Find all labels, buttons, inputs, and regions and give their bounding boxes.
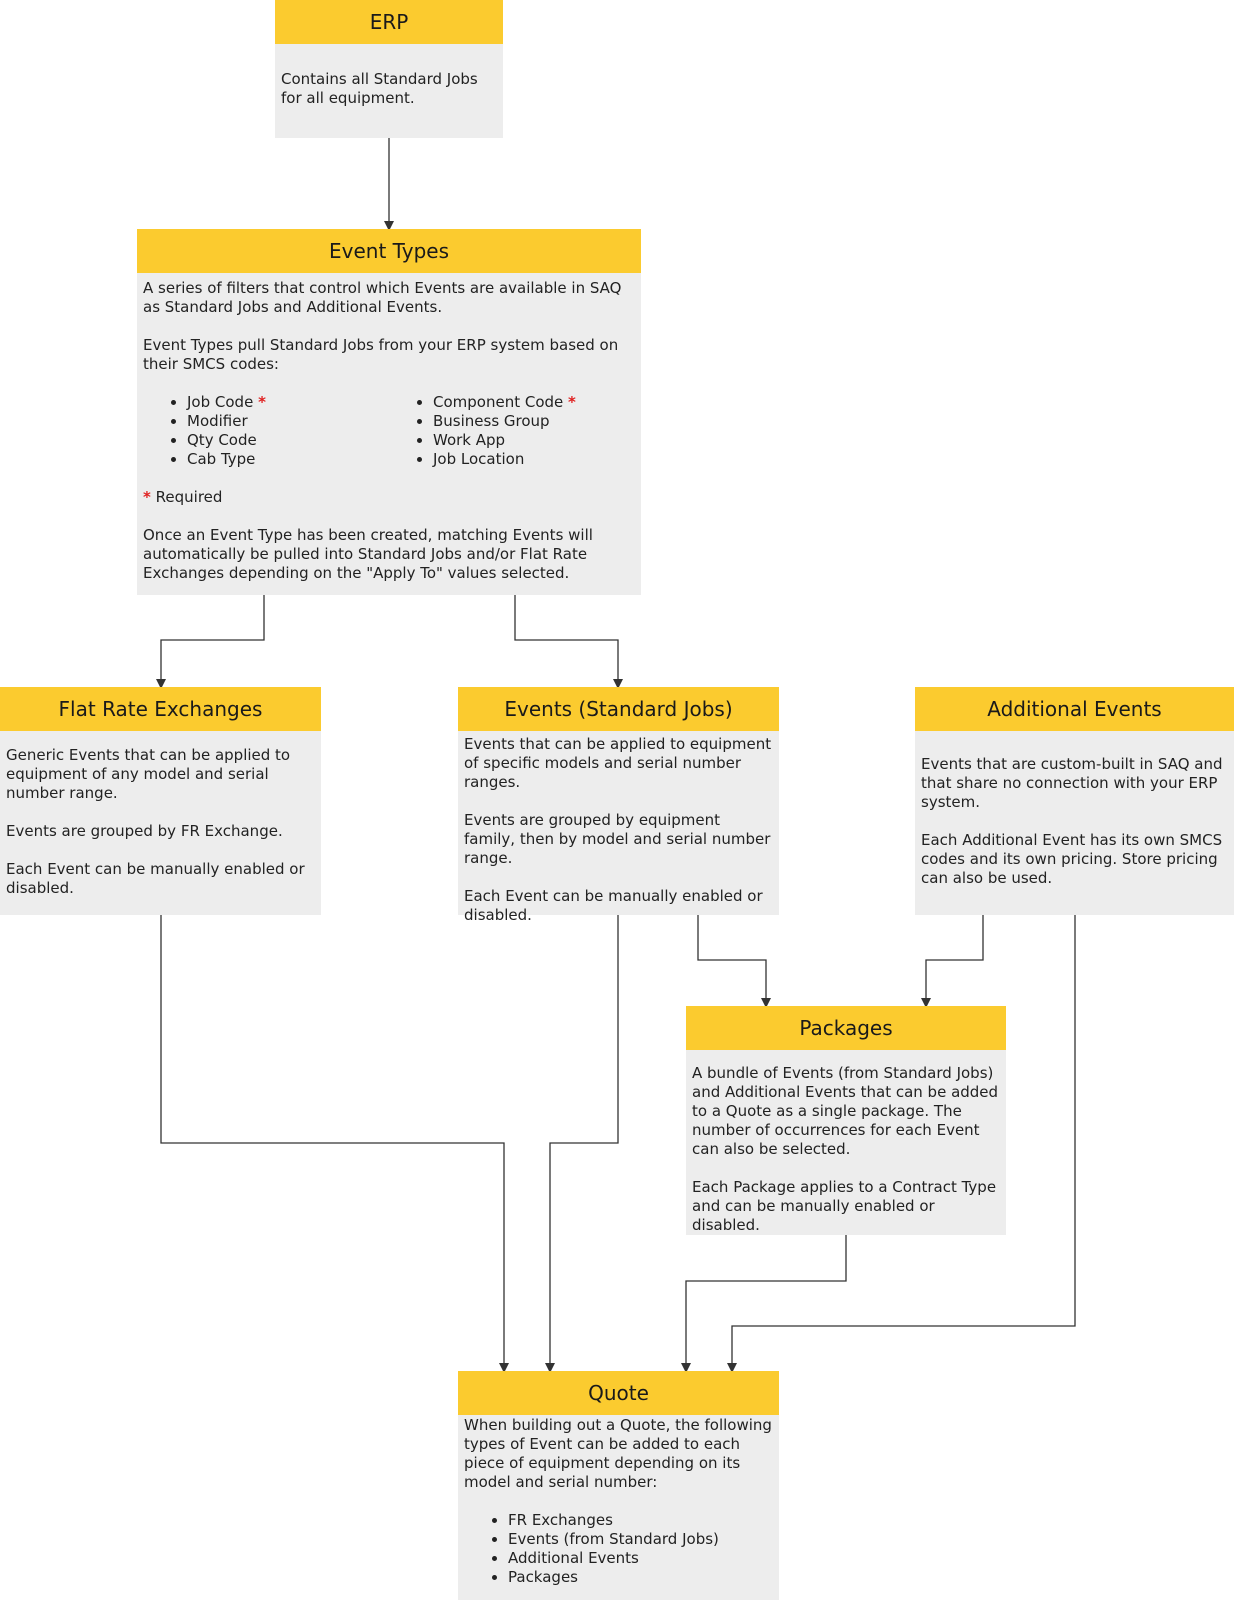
- quote-title: Quote: [458, 1371, 779, 1415]
- quote-description: When building out a Quote, the following…: [464, 1416, 772, 1491]
- erp-title: ERP: [275, 0, 503, 44]
- edge-packages-to-quote: [681, 1235, 847, 1373]
- event-types-smcs-intro: Event Types pull Standard Jobs from your…: [143, 336, 619, 373]
- events-std-enable-note: Each Event can be manually enabled or di…: [464, 887, 763, 924]
- smcs-code-item: Modifier: [187, 412, 389, 431]
- flat-rate-grouping: Events are grouped by FR Exchange.: [6, 822, 283, 840]
- smcs-code-lists: Job Code * Modifier Qty Code Cab Type Co…: [143, 393, 635, 469]
- additional-events-pricing: Each Additional Event has its own SMCS c…: [921, 831, 1223, 887]
- quote-event-type-item: Packages: [508, 1568, 773, 1587]
- edge-event-types-to-events-std: [514, 595, 623, 689]
- packages-description: A bundle of Events (from Standard Jobs) …: [692, 1064, 999, 1158]
- smcs-code-list-left: Job Code * Modifier Qty Code Cab Type: [143, 393, 389, 469]
- flat-rate-description: Generic Events that can be applied to eq…: [6, 746, 291, 802]
- events-standard-jobs-node: Events (Standard Jobs) Events that can b…: [458, 687, 779, 924]
- flat-rate-exchanges-node: Flat Rate Exchanges Generic Events that …: [0, 687, 321, 915]
- smcs-code-item: Job Location: [433, 450, 635, 469]
- edge-additional-to-packages: [921, 915, 984, 1008]
- event-types-body: A series of filters that control which E…: [137, 273, 641, 593]
- edge-events-std-to-packages: [697, 915, 771, 1008]
- flat-rate-exchanges-body: Generic Events that can be applied to eq…: [0, 731, 321, 908]
- additional-events-node: Additional Events Events that are custom…: [915, 687, 1234, 915]
- flat-rate-exchanges-title: Flat Rate Exchanges: [0, 687, 321, 731]
- smcs-code-item: Job Code *: [187, 393, 389, 412]
- event-types-node: Event Types A series of filters that con…: [137, 229, 641, 595]
- erp-line-2: for all equipment.: [281, 89, 415, 107]
- smcs-code-item: Work App: [433, 431, 635, 450]
- packages-node: Packages A bundle of Events (from Standa…: [686, 1006, 1006, 1235]
- erp-node: ERP Contains all Standard Jobs for all e…: [275, 0, 503, 138]
- additional-events-title: Additional Events: [915, 687, 1234, 731]
- events-std-description: Events that can be applied to equipment …: [464, 735, 772, 791]
- edge-flat-rate-to-quote: [160, 915, 509, 1373]
- additional-events-description: Events that are custom-built in SAQ and …: [921, 755, 1223, 811]
- required-star-icon: *: [258, 393, 266, 411]
- quote-event-type-item: Additional Events: [508, 1549, 773, 1568]
- smcs-code-list-right: Component Code * Business Group Work App…: [389, 393, 635, 469]
- smcs-code-item: Cab Type: [187, 450, 389, 469]
- smcs-code-item: Qty Code: [187, 431, 389, 450]
- required-label: Required: [155, 488, 223, 506]
- quote-node: Quote When building out a Quote, the fol…: [458, 1371, 779, 1600]
- events-std-grouping: Events are grouped by equipment family, …: [464, 811, 771, 867]
- smcs-code-item: Component Code *: [433, 393, 635, 412]
- packages-contract-note: Each Package applies to a Contract Type …: [692, 1178, 997, 1234]
- quote-body: When building out a Quote, the following…: [458, 1415, 779, 1597]
- event-types-description: A series of filters that control which E…: [143, 279, 622, 316]
- flat-rate-enable-note: Each Event can be manually enabled or di…: [6, 860, 305, 897]
- smcs-code-item: Business Group: [433, 412, 635, 431]
- quote-event-type-item: FR Exchanges: [508, 1511, 773, 1530]
- event-types-title: Event Types: [137, 229, 641, 273]
- quote-event-type-list: FR Exchanges Events (from Standard Jobs)…: [464, 1511, 773, 1587]
- packages-body: A bundle of Events (from Standard Jobs) …: [686, 1050, 1006, 1245]
- events-standard-jobs-title: Events (Standard Jobs): [458, 687, 779, 731]
- events-standard-jobs-body: Events that can be applied to equipment …: [458, 731, 779, 935]
- quote-event-type-item: Events (from Standard Jobs): [508, 1530, 773, 1549]
- required-star-icon: *: [568, 393, 576, 411]
- packages-title: Packages: [686, 1006, 1006, 1050]
- additional-events-body: Events that are custom-built in SAQ and …: [915, 731, 1234, 898]
- event-types-apply-to-note: Once an Event Type has been created, mat…: [143, 526, 593, 582]
- required-star-icon: *: [143, 488, 151, 506]
- erp-line-1: Contains all Standard Jobs: [281, 70, 478, 88]
- edge-events-std-to-quote: [545, 915, 619, 1373]
- required-legend: * Required: [143, 488, 635, 507]
- edge-additional-to-quote: [727, 915, 1076, 1373]
- erp-body: Contains all Standard Jobs for all equip…: [275, 44, 503, 118]
- edge-event-types-to-flat-rate: [156, 595, 265, 689]
